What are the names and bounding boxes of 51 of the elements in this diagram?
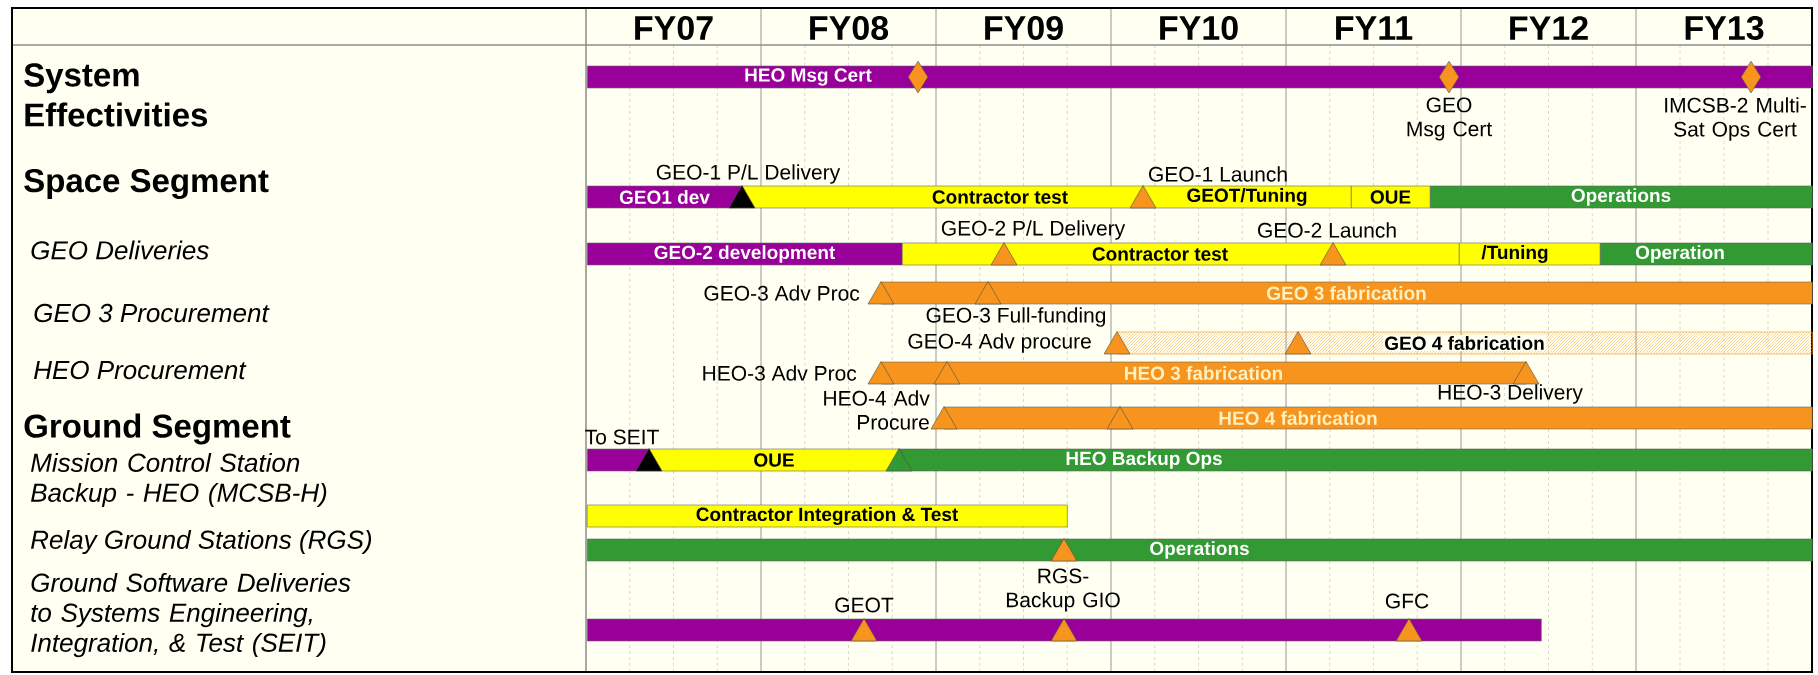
milestone-triangle bbox=[1284, 331, 1312, 355]
milestone-triangle bbox=[1106, 406, 1134, 430]
milestone-label: To SEIT bbox=[585, 429, 659, 445]
milestone-label: GEO-1 Launch bbox=[1149, 166, 1287, 182]
task-bar: OUE bbox=[1351, 185, 1431, 209]
milestone-label: IMCSB-2 Multi-Sat Ops Cert bbox=[1665, 97, 1806, 141]
task-bar: Contractor Integration & Test bbox=[587, 504, 1068, 528]
milestone-label: RGS-Backup GIO bbox=[1006, 568, 1120, 612]
task-bar: GEO-2 development bbox=[587, 242, 903, 266]
task-bar: Operation bbox=[1600, 242, 1813, 266]
task-bar bbox=[587, 618, 1542, 642]
section-heading: Space Segment bbox=[24, 169, 269, 199]
milestone-label: GEO-4 Adv procure bbox=[908, 333, 1091, 353]
milestone-label: GEO-3 Adv Proc bbox=[704, 285, 860, 301]
row-label: Relay Ground Stations (RGS) bbox=[31, 529, 372, 555]
milestone-label: GEO-2 P/L Delivery bbox=[941, 220, 1126, 240]
task-bar: GEO1 dev bbox=[587, 185, 743, 209]
milestone-triangle bbox=[1050, 538, 1078, 562]
milestone-label: HEO-4 Adv Procure bbox=[824, 390, 930, 430]
row-label: HEO Procurement bbox=[34, 360, 247, 380]
milestone-label: GEO-3 Full-funding bbox=[926, 307, 1106, 327]
year-header: FY08 bbox=[810, 15, 889, 41]
milestone-label: GFC bbox=[1385, 593, 1429, 609]
task-bar bbox=[1333, 242, 1460, 266]
milestone-triangle bbox=[933, 361, 961, 385]
milestone-diamond bbox=[907, 60, 929, 94]
row-label: Ground Software Deliveries to Systems Engineering, Integration, & Test (SEIT) bbox=[31, 572, 351, 658]
task-bar: HEO Msg Cert bbox=[587, 65, 1813, 89]
row-label: GEO Deliveries bbox=[31, 240, 209, 260]
row-label: GEO 3 Procurement bbox=[34, 303, 270, 323]
milestone-label: HEO-3 Adv Proc bbox=[703, 365, 857, 381]
section-heading: Ground Segment bbox=[24, 413, 291, 445]
task-bar: Operations bbox=[1430, 185, 1813, 209]
milestone-label: GEO-2 Launch bbox=[1258, 222, 1396, 238]
task-bar bbox=[587, 448, 650, 472]
milestone-label: GEO-1 P/L Delivery bbox=[656, 164, 841, 184]
year-header: FY09 bbox=[985, 15, 1063, 41]
year-header: FY13 bbox=[1685, 15, 1764, 41]
task-bar: /Tuning bbox=[1459, 242, 1601, 266]
milestone-label: GEO Msg Cert bbox=[1407, 97, 1492, 141]
task-bar: Operations bbox=[587, 538, 1813, 562]
milestone-triangle bbox=[885, 448, 913, 472]
task-bar: GEO 4 fabrication bbox=[1117, 331, 1813, 355]
task-bar: OUE bbox=[649, 448, 900, 472]
year-header: FY11 bbox=[1336, 16, 1413, 40]
year-header: FY12 bbox=[1510, 16, 1588, 40]
section-heading: System Effectivities bbox=[24, 63, 208, 127]
milestone-label: HEO-3 Delivery bbox=[1438, 384, 1583, 404]
milestone-label: GEOT bbox=[835, 597, 894, 613]
task-bar: Contractor test bbox=[742, 185, 1144, 209]
row-label: Mission Control Station Backup - HEO (MCSB-H) bbox=[31, 452, 327, 508]
